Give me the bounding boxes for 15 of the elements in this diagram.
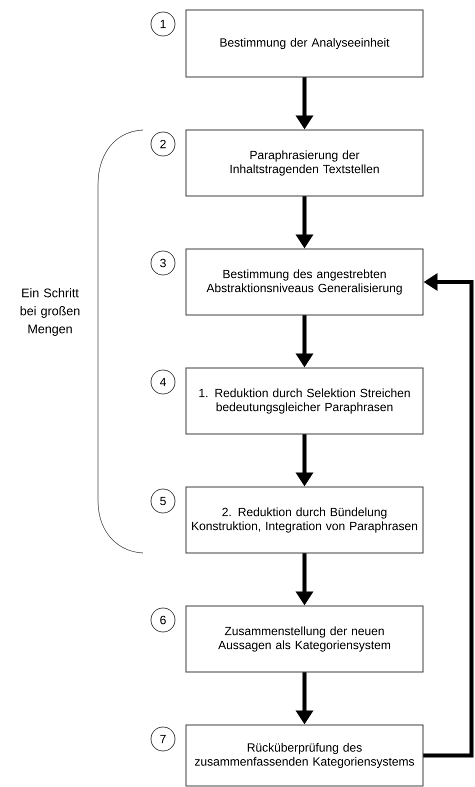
step-number: 4 <box>150 370 176 394</box>
step-number: 2 <box>150 132 176 156</box>
process-box: 2. Reduktion durch Bündelung Konstruktion, Integration von Paraphrasen <box>186 486 424 554</box>
process-box: Paraphrasierung der Inhaltstragenden Textstellen <box>186 130 424 196</box>
step-number: 1 <box>150 12 176 36</box>
process-box: Bestimmung der Analyseeinheit <box>186 10 424 78</box>
process-box: Rücküberprüfung des zusammenfassenden Kategoriensystems <box>186 724 424 786</box>
bracket-label: Ein Schritt bei großen Mengen <box>20 288 80 336</box>
step-number: 3 <box>150 250 176 276</box>
process-box: 1. Reduktion durch Selektion Streichen bedeutungsgleicher Paraphrasen <box>186 368 424 434</box>
process-box: Bestimmung des angestrebten Abstraktionsniveaus Generalisierung <box>186 248 424 316</box>
step-number: 7 <box>150 726 176 752</box>
step-number: 6 <box>150 608 176 632</box>
process-box: Zusammenstellung der neuen Aussagen als Kategoriensystem <box>186 606 424 672</box>
step-number: 5 <box>150 488 176 514</box>
